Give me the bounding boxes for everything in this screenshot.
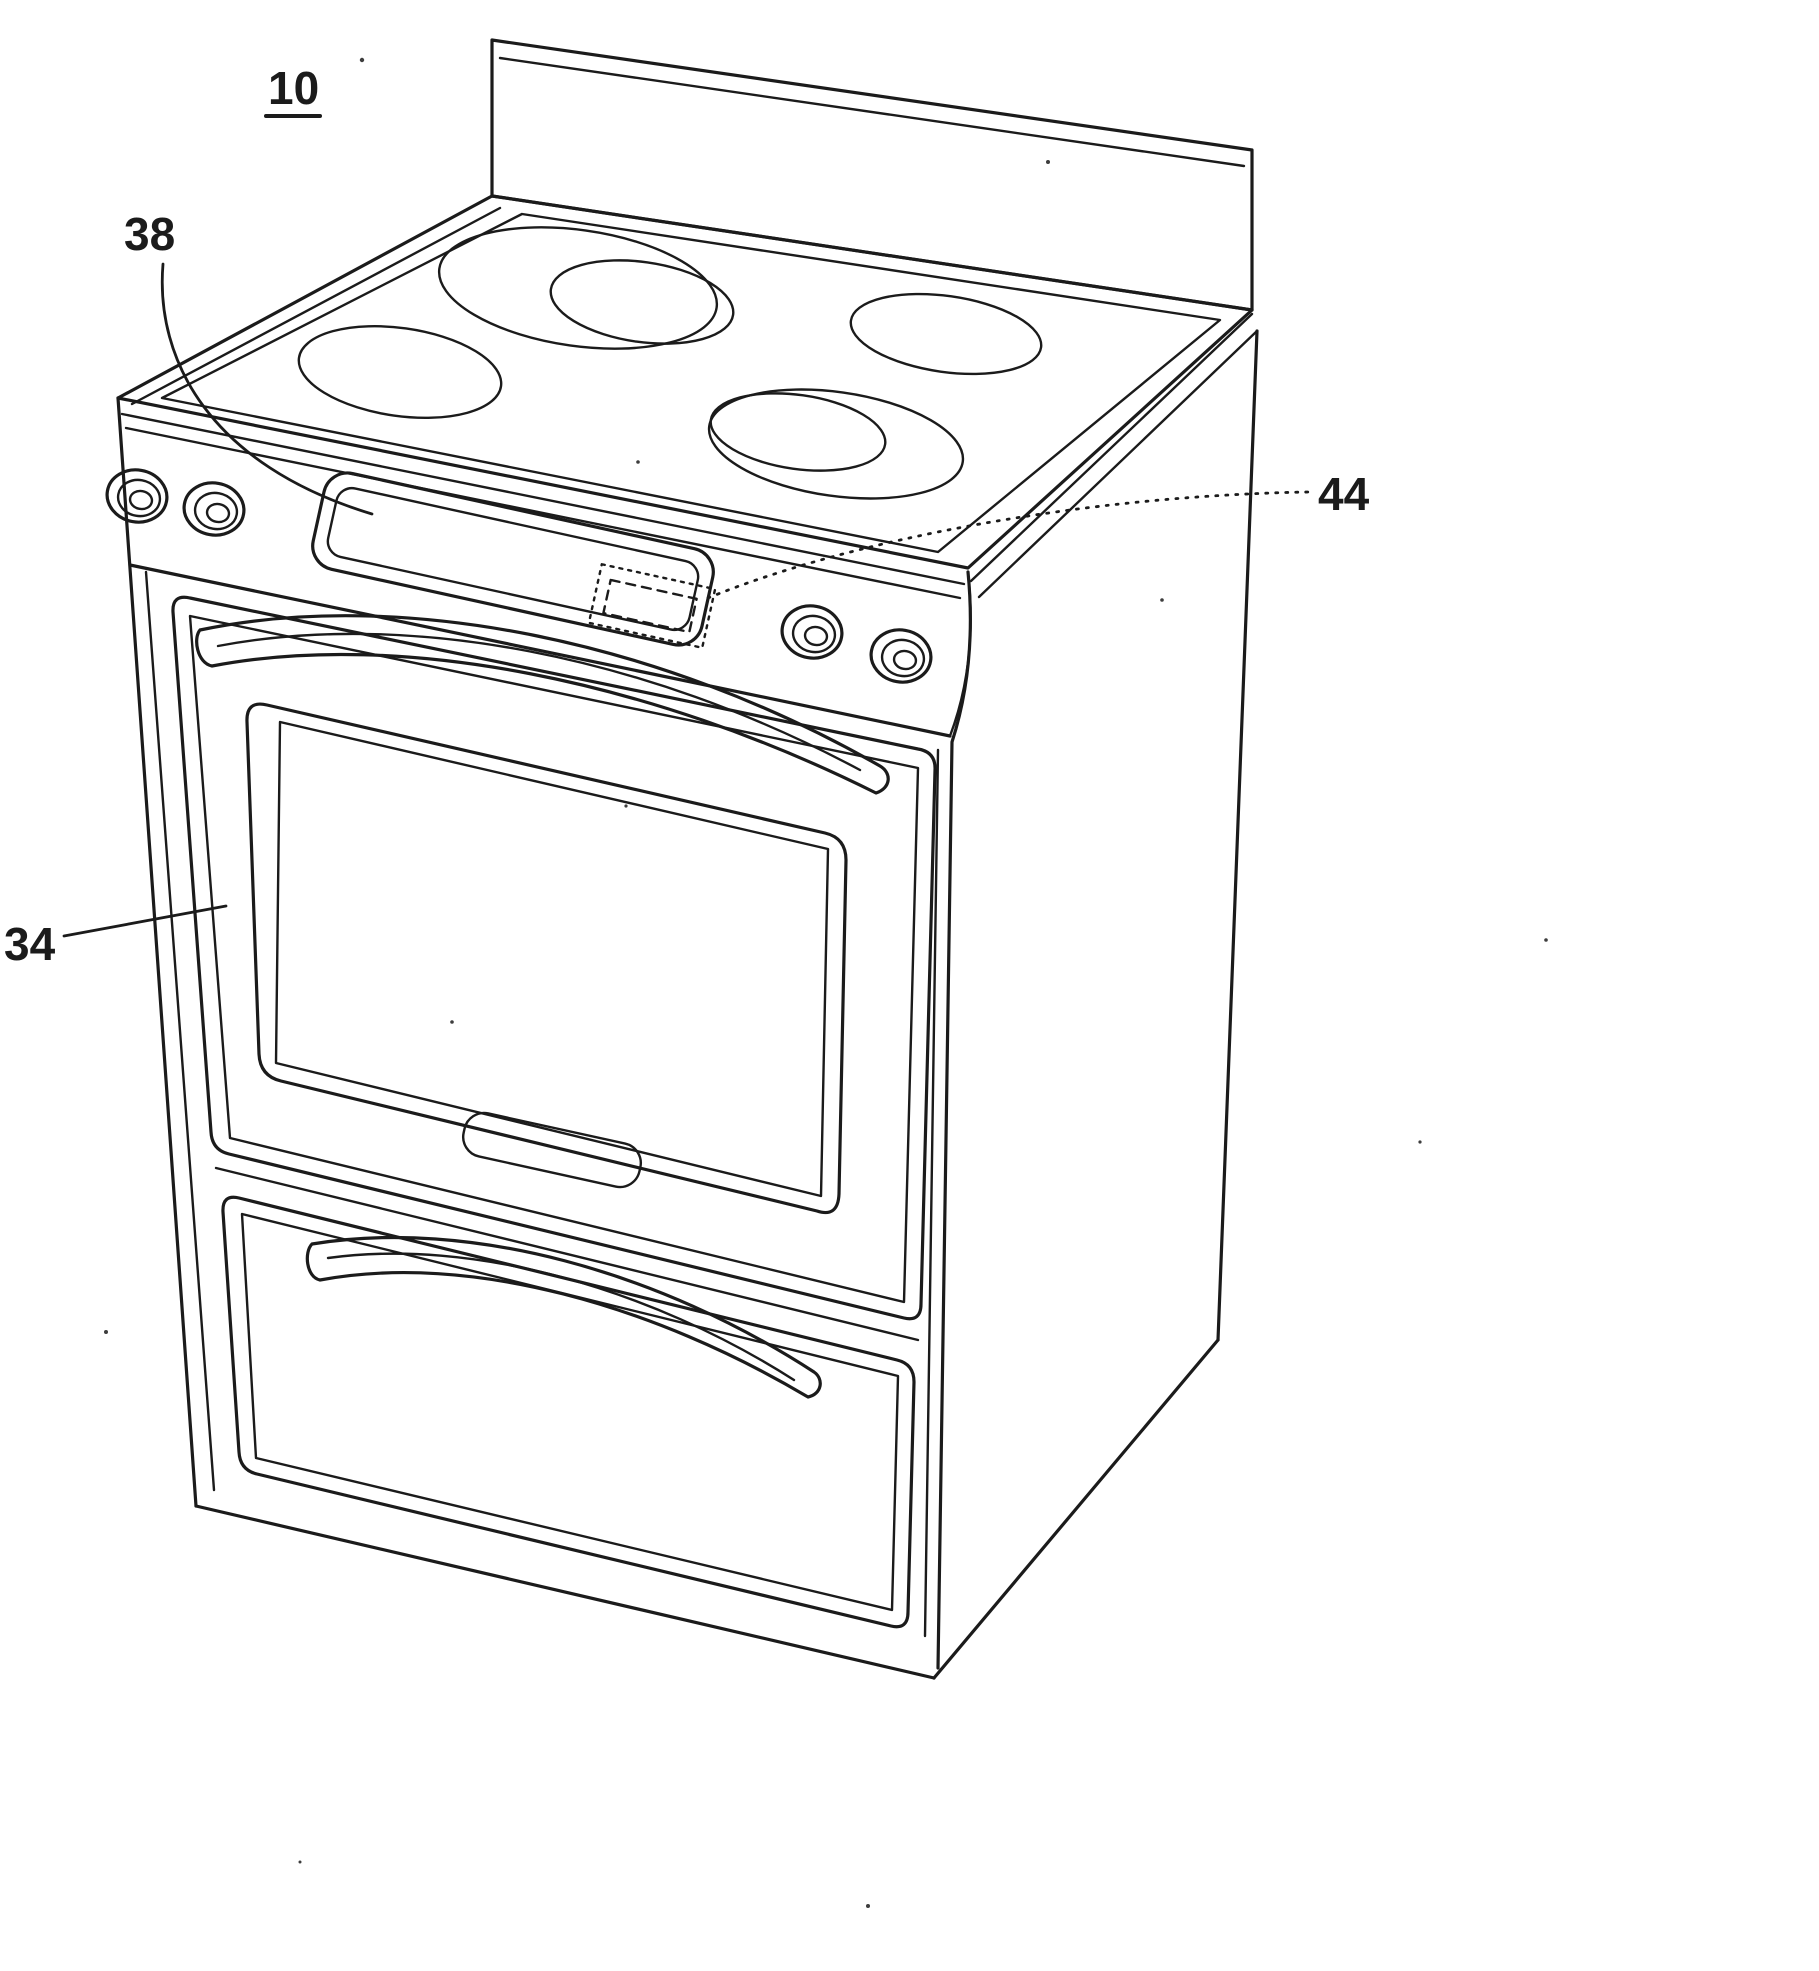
- cooktop-left-rim-line: [130, 206, 502, 406]
- cooktop-front-lip-line: [120, 412, 966, 586]
- ref-label-10: 10: [268, 62, 319, 114]
- backsplash-outline: [490, 38, 1254, 312]
- right-side-panel: [932, 312, 1259, 1680]
- paper-speck: [359, 57, 365, 63]
- oven-door: [171, 595, 937, 1321]
- front-left-edge: [116, 396, 198, 1508]
- ref-label-44: 44: [1318, 468, 1370, 520]
- paper-speck: [450, 1020, 454, 1024]
- burner-rear-center-inner: [549, 259, 735, 345]
- front-right-edge: [936, 570, 972, 1670]
- front-base-edge: [194, 1504, 936, 1680]
- knob-right-1: [780, 604, 844, 660]
- knob-left-2-mid: [193, 491, 239, 531]
- door-drawer-gap-line: [214, 1166, 920, 1342]
- front-frame: [116, 396, 972, 1680]
- knob-right-2-inner: [892, 649, 918, 671]
- storage-drawer: [214, 1166, 920, 1629]
- cooktop: [116, 194, 1254, 586]
- oven-door-inner-frame: [188, 614, 920, 1304]
- knob-right-2: [869, 628, 933, 684]
- side-panel-rear-edge: [1216, 329, 1259, 1342]
- indicator-dashed-box: [602, 578, 698, 634]
- front-left-inner-line: [144, 570, 216, 1492]
- burner-rear-center-outer: [437, 226, 719, 350]
- backsplash: [490, 38, 1254, 312]
- knob-right-1-outer: [780, 604, 844, 660]
- reference-labels: 10 38 44 34: [4, 62, 1370, 970]
- drawer-inner-frame: [240, 1212, 900, 1612]
- knob-right-1-inner: [803, 625, 829, 647]
- display-indicator-region: [587, 563, 717, 649]
- knob-left-1-mid: [116, 478, 162, 518]
- oven-door-handle: [195, 614, 890, 795]
- cooktop-glass-inset-line: [160, 212, 1222, 554]
- side-panel-top-rim-2: [977, 329, 1259, 599]
- knob-left-2-inner: [205, 502, 231, 524]
- paper-speck: [1046, 160, 1050, 164]
- ref-label-38: 38: [124, 208, 175, 260]
- burner-left-front: [297, 324, 503, 420]
- burner-right-front-outer: [707, 388, 965, 500]
- control-panel-top-line: [124, 426, 962, 600]
- backsplash-top-fold-line: [498, 56, 1246, 168]
- paper-speck: [298, 1860, 302, 1864]
- leader-line-44-dotted: [706, 490, 1310, 600]
- front-right-inner-line: [923, 748, 940, 1638]
- burner-elements: [297, 226, 1043, 500]
- paper-speck: [866, 1904, 870, 1908]
- drawer-handle-highlight-line: [326, 1252, 796, 1382]
- drawer-handle-body: [305, 1235, 822, 1399]
- burner-right-front-inner: [709, 392, 887, 472]
- paper-speck: [1160, 598, 1164, 602]
- oven-door-window: [245, 702, 848, 1215]
- control-panel: [105, 426, 972, 738]
- knob-right-2-outer: [869, 628, 933, 684]
- cooktop-surface-outline: [116, 194, 1254, 570]
- paper-speck: [636, 460, 640, 464]
- door-brand-badge: [462, 1111, 642, 1189]
- drawer-outline: [221, 1195, 916, 1629]
- leader-line-34: [62, 904, 228, 938]
- knob-left-1-outer: [105, 468, 169, 524]
- ref-label-34: 34: [4, 918, 56, 970]
- paper-speck: [1418, 1140, 1422, 1144]
- control-panel-bottom-line: [128, 563, 952, 738]
- burner-right-rear: [849, 292, 1043, 376]
- indicator-dotted-outline: [587, 563, 717, 649]
- door-handle-body: [195, 614, 890, 795]
- knob-left-1: [105, 468, 169, 524]
- knob-left-1-inner: [128, 489, 154, 511]
- oven-door-outline: [171, 595, 937, 1321]
- paper-speck: [104, 1330, 108, 1334]
- drawer-handle: [305, 1235, 822, 1399]
- side-panel-top-rim-1: [969, 312, 1254, 583]
- door-window-outer: [245, 702, 848, 1215]
- knob-right-1-mid: [791, 614, 837, 654]
- paper-speck: [1544, 938, 1548, 942]
- display-window-outer: [311, 471, 715, 647]
- paper-speck: [624, 804, 628, 808]
- leader-line-38: [160, 262, 374, 516]
- door-handle-highlight-line: [216, 632, 862, 772]
- knob-right-2-mid: [880, 638, 926, 678]
- leader-lines: [62, 262, 1310, 938]
- paper-specks: [104, 57, 1548, 1908]
- knob-left-2-outer: [182, 481, 246, 537]
- side-panel-bottom-edge: [932, 1338, 1220, 1680]
- door-window-inner: [274, 720, 830, 1198]
- knob-left-2: [182, 481, 246, 537]
